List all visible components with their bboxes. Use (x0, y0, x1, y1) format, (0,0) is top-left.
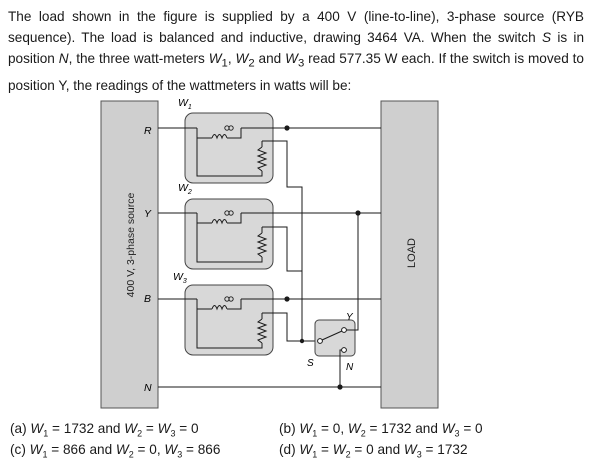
question-part: , the three watt-meters (68, 51, 209, 66)
option-b[interactable]: (b) W1 = 0, W2 = 1732 and W3 = 0 (279, 420, 483, 443)
opt-var: W (332, 442, 346, 457)
load-label: LOAD (406, 238, 418, 268)
line-label-r: R (144, 125, 152, 137)
opt-var: W (115, 442, 129, 457)
junction-dots (284, 125, 361, 390)
opt-text: = 0 (459, 421, 483, 436)
opt-var: W (299, 442, 313, 457)
current-coil-2 (211, 219, 228, 225)
wattmeter-box-3 (184, 284, 274, 356)
current-coil-3 (211, 305, 228, 311)
opt-sub: 2 (128, 449, 134, 460)
wattmeter-label-3: W3 (173, 271, 187, 285)
opt-var: W (441, 421, 455, 436)
option-label: (c) (10, 442, 26, 457)
opt-text: = (317, 442, 333, 457)
wattmeter-label-2: W2 (178, 182, 192, 196)
wattmeter-var: W (208, 51, 222, 66)
option-label: (d) (279, 442, 296, 457)
line-label-b: B (144, 293, 151, 305)
opt-var: W (157, 421, 171, 436)
opt-var: W (30, 421, 44, 436)
opt-sub: 1 (42, 449, 48, 460)
opt-sub: 2 (360, 428, 366, 439)
wattmeter-box-1 (184, 112, 274, 184)
load-block (380, 100, 439, 409)
opt-var: W (29, 442, 43, 457)
option-a[interactable]: (a) W1 = 1732 and W2 = W3 = 0 (10, 420, 199, 443)
position-variable: N (58, 51, 69, 66)
wattmeter-box-2 (184, 198, 274, 270)
opt-var: W (347, 421, 361, 436)
coil-rings (224, 125, 234, 302)
opt-sub: 3 (454, 428, 460, 439)
question-part: read 577.35 W each. If the switch is mov… (8, 51, 584, 93)
opt-text: = 0, (133, 442, 165, 457)
switch-variable: S (541, 30, 552, 45)
wattmeter-var: W (235, 51, 249, 66)
question-part: The load shown in the figure is supplied… (8, 9, 584, 45)
opt-var: W (124, 421, 138, 436)
wattmeter-sub: 1 (221, 57, 228, 70)
opt-text: = 0 and (350, 442, 404, 457)
opt-sub: 2 (345, 449, 351, 460)
option-c[interactable]: (c) W1 = 866 and W2 = 0, W3 = 866 (10, 441, 220, 464)
line-label-n: N (144, 382, 152, 394)
opt-text: = 0 (175, 421, 199, 436)
switch-contacts (317, 327, 347, 353)
opt-sub: 3 (416, 449, 422, 460)
opt-text: = 0, (317, 421, 348, 436)
question-text: The load shown in the figure is supplied… (8, 6, 584, 96)
pressure-coil-2 (256, 232, 268, 258)
option-label: (b) (279, 421, 296, 436)
opt-text: = 1732 and (365, 421, 442, 436)
line-label-y: Y (144, 208, 152, 220)
opt-var: W (403, 442, 417, 457)
option-d[interactable]: (d) W1 = W2 = 0 and W3 = 1732 (279, 441, 468, 464)
question-part: is in position (8, 30, 585, 66)
wattmeter-sub: 2 (248, 57, 255, 70)
question-part: and (254, 51, 286, 66)
switch-label-n: N (346, 362, 354, 373)
opt-text: = 866 and (47, 442, 116, 457)
opt-text: = 1732 (421, 442, 468, 457)
current-coil-1 (211, 134, 228, 140)
opt-text: = (142, 421, 158, 436)
opt-sub: 1 (43, 428, 49, 439)
source-label: 400 V, 3-phase source (125, 192, 137, 297)
question-part: , (227, 51, 236, 66)
switch-blade (321, 330, 343, 341)
circuit-diagram: 400 V, 3-phase source LOAD R Y B N W1 W2… (100, 97, 439, 409)
option-label: (a) (10, 421, 27, 436)
opt-text: = 1732 and (48, 421, 125, 436)
opt-sub: 1 (312, 428, 318, 439)
switch-label-s: S (307, 358, 314, 369)
opt-var: W (299, 421, 313, 436)
pressure-coil-1 (256, 146, 268, 172)
opt-text: = 866 (182, 442, 221, 457)
opt-sub: 3 (170, 428, 176, 439)
opt-sub: 3 (177, 449, 183, 460)
source-block (100, 100, 159, 409)
pressure-coil-3 (256, 318, 268, 344)
wattmeter-var: W (285, 51, 298, 66)
opt-var: W (164, 442, 178, 457)
opt-sub: 2 (137, 428, 143, 439)
wattmeter-sub: 3 (297, 57, 305, 70)
opt-sub: 1 (312, 449, 318, 460)
wattmeter-label-1: W1 (178, 97, 192, 111)
switch-label-y: Y (346, 312, 354, 323)
